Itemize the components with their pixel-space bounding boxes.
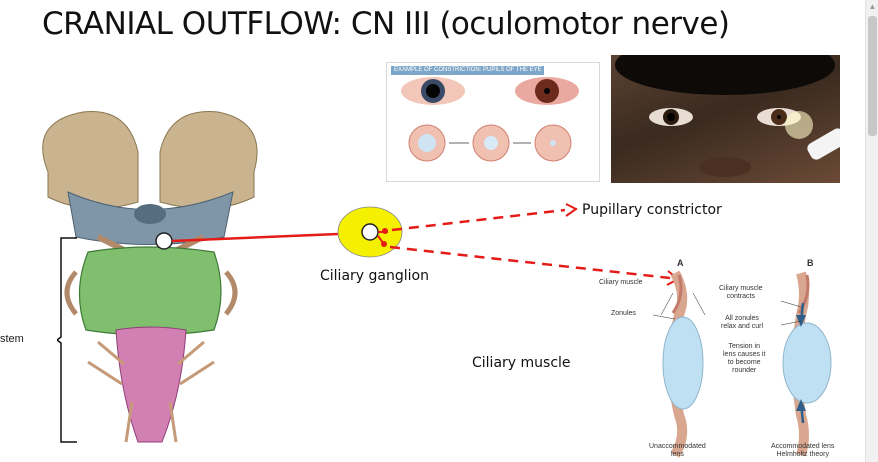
muscle-contracts-caption: Ciliary muscle contracts	[719, 285, 763, 300]
penlight-pupil-photo	[611, 55, 840, 183]
brainstem-bracket	[57, 237, 77, 443]
pupillary-constrictor-label: Pupillary constrictor	[582, 202, 722, 218]
scroll-thumb[interactable]	[868, 16, 877, 136]
vertical-scrollbar[interactable]: ▲	[865, 0, 878, 462]
tension-caption: Tension in lens causes it to become roun…	[723, 343, 766, 374]
brainstem-label: stem	[0, 333, 24, 345]
pupil-drawing	[401, 77, 579, 162]
brainstem-illustration	[42, 111, 258, 443]
ciliary-ganglion-label: Ciliary ganglion	[320, 268, 429, 284]
accommodated-caption: Accommodated lens Helmholtz theory	[771, 443, 835, 458]
ciliary-muscle-caption: Ciliary muscle	[599, 279, 643, 286]
scroll-up-arrow-icon[interactable]: ▲	[868, 2, 877, 11]
pupil-image-header: EXAMPLE OF CONSTRICTION: PUPILS OF THE E…	[391, 66, 544, 75]
ciliary-muscle-label: Ciliary muscle	[472, 355, 571, 371]
zonules-caption: Zonules	[611, 310, 636, 317]
unaccommodated-caption: Unaccommodated lens	[649, 443, 706, 458]
lens-accommodation-diagram: A B Ciliary muscle Zonules Ciliary muscl…	[595, 255, 865, 462]
panel-a-letter: A	[677, 258, 684, 268]
zonules-relax-caption: All zonules relax and curl	[721, 315, 764, 330]
slide-title: CRANIAL OUTFLOW: CN III (oculomotor nerv…	[42, 6, 730, 42]
pupil-constriction-image: EXAMPLE OF CONSTRICTION: PUPILS OF THE E…	[386, 62, 600, 182]
panel-b-letter: B	[807, 258, 814, 268]
